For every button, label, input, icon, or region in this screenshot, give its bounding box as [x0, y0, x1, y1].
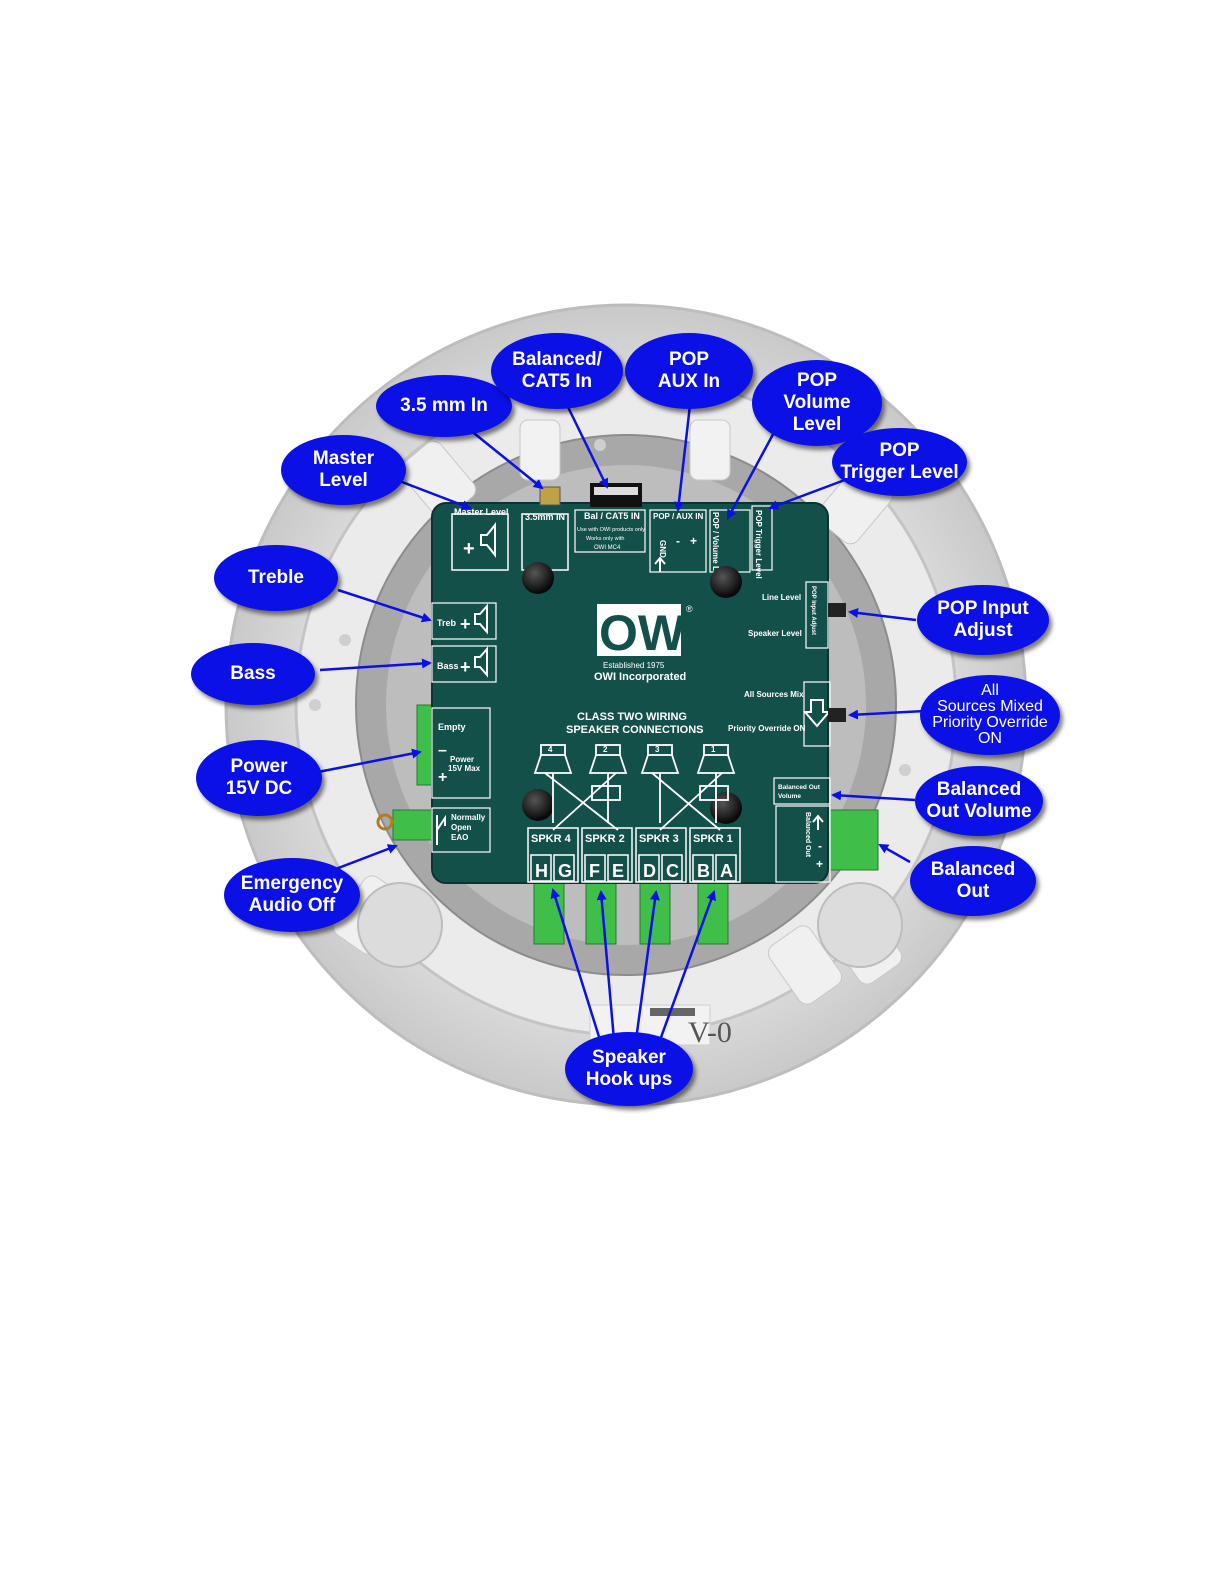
spkr-label-3: SPKR 1 — [693, 833, 733, 845]
callout-pop-volume-level: POP Volume Level — [752, 360, 882, 446]
board-pop-aux-in: POP / AUX IN — [653, 512, 703, 521]
spkr-label-0: SPKR 4 — [531, 833, 572, 845]
svg-text:+: + — [463, 538, 475, 560]
spkr-term-d: D — [643, 861, 656, 881]
board-bal-note-3: OWI MC4 — [594, 545, 621, 551]
board-bal-note-2: Works only with — [586, 536, 624, 542]
spkr-term-h: H — [535, 861, 548, 881]
board-bass: Bass — [437, 661, 459, 671]
spkr-term-e: E — [612, 861, 624, 881]
board-aux-minus: - — [676, 534, 680, 548]
spkr-term-b: B — [697, 861, 710, 881]
callout-all-sources-mixed: All Sources Mixed Priority Override ON — [920, 675, 1060, 755]
spkr-term-f: F — [589, 861, 600, 881]
board-all-sources-mix: All Sources Mix — [744, 690, 804, 699]
board-treb: Treb — [437, 618, 457, 628]
callout-speaker-hookups: Speaker Hook ups — [565, 1032, 693, 1106]
board-balanced-out: Balanced Out — [804, 812, 811, 858]
board-class-two-1: CLASS TWO WIRING — [577, 711, 687, 723]
board-normally: Normally — [451, 813, 486, 822]
board-master-level: Master Level — [454, 507, 509, 517]
board-power: Power — [450, 755, 474, 764]
spkr-term-c: C — [666, 861, 679, 881]
board-bal-minus: - — [818, 839, 822, 853]
spkr-label-1: SPKR 2 — [585, 833, 625, 845]
spk-tap-1: 2 — [603, 745, 608, 754]
board-class-two-2: SPEAKER CONNECTIONS — [566, 724, 704, 736]
board-eao: EAO — [451, 833, 468, 842]
board-line-level: Line Level — [762, 593, 801, 602]
board-open: Open — [451, 823, 472, 832]
board-pop-trigger-level: POP Trigger Level — [754, 510, 763, 579]
svg-text:–: – — [438, 742, 447, 759]
board-power-rating: 15V Max — [448, 764, 481, 773]
callout-master-level: Master Level — [281, 435, 406, 505]
board-pop-volume-level: POP / Volume Level — [711, 512, 720, 586]
board-bal-note-1: Use with OWI products only — [577, 527, 645, 533]
board-priority-override-on: Priority Override ON — [728, 724, 806, 733]
callout-arrows — [317, 404, 926, 1041]
callout-emergency-audio-off: Emergency Audio Off — [224, 858, 360, 932]
owi-logo: OWI — [599, 605, 699, 661]
board-bal-cat5-in: Bal / CAT5 IN — [584, 511, 640, 521]
callout-power: Power 15V DC — [196, 740, 322, 816]
callout-balanced-out-volume: Balanced Out Volume — [915, 766, 1043, 836]
board-bal-plus: + — [816, 857, 823, 871]
bottom-marking: V-0 — [688, 1016, 732, 1049]
board-balanced-out-volume-2: Volume — [778, 793, 801, 800]
svg-text:®: ® — [686, 604, 693, 614]
callout-balanced-out: Balanced Out — [910, 846, 1036, 916]
board-pop-input-adjust: POP Input Adjust — [810, 586, 816, 635]
board-aux-plus: + — [690, 534, 697, 548]
svg-text:+: + — [460, 657, 471, 677]
svg-text:+: + — [460, 614, 471, 634]
board-established: Established 1975 — [603, 661, 665, 670]
board-speaker-level: Speaker Level — [748, 629, 802, 638]
spk-tap-0: 4 — [548, 745, 553, 754]
callout-pop-aux-in: POP AUX In — [625, 333, 753, 409]
callout-bass: Bass — [191, 643, 315, 705]
circuit-board: Master Level + 3.5mm IN Bal / CAT5 IN Us… — [431, 483, 846, 884]
callout-pop-trigger-level: POP Trigger Level — [832, 428, 967, 496]
spk-tap-2: 3 — [655, 745, 660, 754]
board-gnd: GND — [658, 540, 667, 558]
svg-text:+: + — [438, 769, 447, 786]
connectors — [376, 704, 879, 945]
spkr-label-2: SPKR 3 — [639, 833, 679, 845]
spkr-term-a: A — [720, 861, 733, 881]
callout-pop-input-adjust: POP Input Adjust — [917, 585, 1049, 655]
spkr-term-g: G — [558, 861, 572, 881]
callout-balanced-cat5-in: Balanced/ CAT5 In — [491, 333, 623, 409]
board-3-5mm-in: 3.5mm IN — [525, 512, 565, 522]
board-company: OWI Incorporated — [594, 671, 686, 683]
board-empty: Empty — [438, 722, 466, 732]
spk-tap-3: 1 — [711, 745, 716, 754]
board-balanced-out-volume-1: Balanced Out — [778, 784, 821, 791]
callout-3-5mm-in: 3.5 mm In — [376, 375, 512, 437]
callout-treble: Treble — [214, 545, 338, 611]
